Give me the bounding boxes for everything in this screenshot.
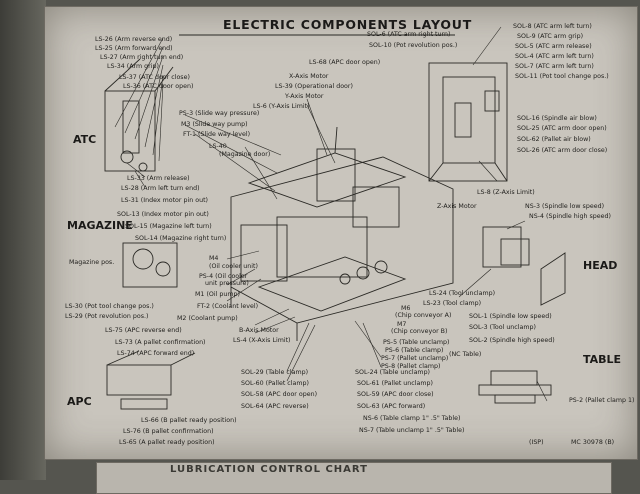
callout-label: M4 [209, 255, 219, 262]
callout-label: (Chip conveyor A) [395, 312, 452, 319]
callout-label: M7 [397, 321, 407, 328]
callout-label: LS-34 (Arm grip) [107, 63, 159, 70]
callout-label: LS-37 (ATC door close) [119, 74, 190, 81]
callout-label: Y-Axis Motor [285, 93, 324, 100]
callout-label: SOL-63 (APC forward) [357, 403, 426, 410]
callout-label: LS-8 (Z-Axis Limit) [477, 189, 535, 196]
callout-label: PS-3 (Slide way pressure) [179, 110, 260, 117]
callout-label: LS-25 (Arm forward end) [95, 45, 173, 52]
callout-label: LS-6 (Y-Axis Limit) [253, 103, 310, 110]
callout-label: SOL-59 (APC door close) [357, 391, 434, 398]
callout-label: M1 (Oil pump) [195, 291, 240, 298]
callout-label: PS-7 (Pallet unclamp) [381, 355, 449, 362]
section-atc: ATC [73, 133, 97, 146]
callout-label: SOL-11 (Pot tool change pos.) [515, 73, 609, 80]
callout-label: SOL-8 (ATC arm left turn) [513, 23, 592, 30]
callout-label: (NC Table) [449, 351, 482, 358]
lubrication-chart-title: LUBRICATION CONTROL CHART [170, 464, 368, 475]
callout-label: SOL-61 (Pallet unclamp) [357, 380, 433, 387]
callout-label: LS-28 (Arm left turn end) [121, 185, 200, 192]
callout-label: FT-2 (Coolant level) [197, 303, 259, 310]
callout-label: SOL-26 (ATC arm door close) [517, 147, 608, 154]
callout-label: LS-39 (Operational door) [275, 83, 353, 90]
callout-label: PS-6 (Table clamp) [385, 347, 444, 354]
callout-label: LS-33 (Arm release) [127, 175, 190, 182]
section-table: TABLE [583, 353, 622, 366]
callout-label: PS-8 (Pallet clamp) [381, 363, 441, 370]
callout-label: SOL-4 (ATC arm left turn) [515, 53, 594, 60]
callout-label: Magazine pos. [69, 259, 115, 266]
callout-label: SOL-58 (APC door open) [241, 391, 318, 398]
callout-label: SOL-2 (Spindle high speed) [469, 337, 555, 344]
callout-label: LS-73 (A pallet confirmation) [115, 339, 206, 346]
callout-label: SOL-60 (Pallet clamp) [241, 380, 309, 387]
callout-label: SOL-5 (ATC arm release) [515, 43, 592, 50]
layout-title: ELECTRIC COMPONENTS LAYOUT [223, 17, 473, 32]
callout-label: LS-65 (A pallet ready position) [119, 439, 215, 446]
machine-drawing [104, 26, 566, 410]
footer-code: (ISP) [529, 439, 544, 446]
callout-label: SOL-3 (Tool unclamp) [469, 324, 536, 331]
callout-label: (Chip conveyor B) [391, 328, 448, 335]
section-apc: APC [67, 395, 92, 408]
machine-frame-left [0, 0, 46, 480]
callout-label: SOL-16 (Spindle air blow) [517, 115, 597, 122]
callout-label: NS-6 (Table clamp 1" .5" Table) [363, 415, 461, 422]
callout-label: LS-74 (APC forward end) [117, 350, 195, 357]
callout-label: LS-40 [209, 143, 227, 150]
section-magazine: MAGAZINE [67, 219, 133, 232]
callout-label: SOL-10 (Pot revolution pos.) [369, 42, 458, 49]
callout-label: SOL-9 (ATC arm grip) [517, 33, 584, 40]
callout-label: LS-27 (Arm right turn end) [100, 54, 184, 61]
callout-label: LS-29 (Pot revolution pos.) [65, 313, 149, 320]
callout-label: (Magazine door) [219, 151, 271, 158]
callout-label: LS-26 (Arm reverse end) [95, 36, 173, 43]
callout-label: unit pressure) [205, 280, 249, 287]
callout-label: SOL-24 (Table unclamp) [355, 369, 431, 376]
callout-label: SOL-25 (ATC arm door open) [517, 125, 607, 132]
callout-label: SOL-15 (Magazine left turn) [125, 223, 212, 230]
callout-label: LS-68 (APC door open) [309, 59, 381, 66]
callout-label: LS-66 (B pallet ready position) [141, 417, 237, 424]
callout-label: NS-4 (Spindle high speed) [529, 213, 612, 220]
callout-label: SOL-6 (ATC arm right turn) [367, 31, 451, 38]
callout-label: SOL-64 (APC reverse) [241, 403, 309, 410]
callout-label: NS-7 (Table unclamp 1" .5" Table) [359, 427, 465, 434]
callout-label: PS-4 (Oil cooler [199, 273, 248, 280]
callout-label: LS-23 (Tool clamp) [423, 300, 482, 307]
callout-label: M2 (Coolant pump) [177, 315, 238, 322]
callout-label: X-Axis Motor [289, 73, 329, 80]
callout-label: LS-76 (B pallet confirmation) [123, 428, 214, 435]
callout-label: SOL-14 (Magazine right turn) [135, 235, 227, 242]
callout-label: LS-75 (APC reverse end) [105, 327, 182, 334]
footer-part-number: MC 30978 (B) [571, 439, 615, 446]
callout-label: M6 [401, 305, 411, 312]
callout-label: LS-24 (Tool unclamp) [429, 290, 496, 297]
callout-label: M3 (Slide way pump) [181, 121, 248, 128]
callout-label: PS-5 (Table unclamp) [383, 339, 450, 346]
callout-label: NS-3 (Spindle low speed) [525, 203, 605, 210]
callout-label: LS-36 (ATC door open) [123, 83, 194, 90]
callout-label: LS-4 (X-Axis Limit) [233, 337, 291, 344]
callout-label: SOL-7 (ATC arm left turn) [515, 63, 594, 70]
electric-components-plate: ELECTRIC COMPONENTS LAYOUT ATC MAGAZINE … [44, 6, 638, 460]
callout-label: SOL-1 (Spindle low speed) [469, 313, 552, 320]
callout-label: SOL-62 (Pallet air blow) [517, 136, 591, 143]
callout-label: LS-30 (Pot tool change pos.) [65, 303, 154, 310]
callout-label: SOL-29 (Table clamp) [241, 369, 309, 376]
callout-label: FT-1 (Slide way level) [183, 131, 251, 138]
callout-label: Z-Axis Motor [437, 203, 477, 210]
callout-label: PS-2 (Pallet clamp 1) [569, 397, 635, 404]
callout-label: SOL-13 (Index motor pin out) [117, 211, 209, 218]
callout-label: LS-31 (Index motor pin out) [121, 197, 208, 204]
section-head: HEAD [583, 259, 618, 272]
callout-label: (Oil cooler unit) [209, 263, 258, 270]
callout-label: B-Axis Motor [239, 327, 279, 334]
